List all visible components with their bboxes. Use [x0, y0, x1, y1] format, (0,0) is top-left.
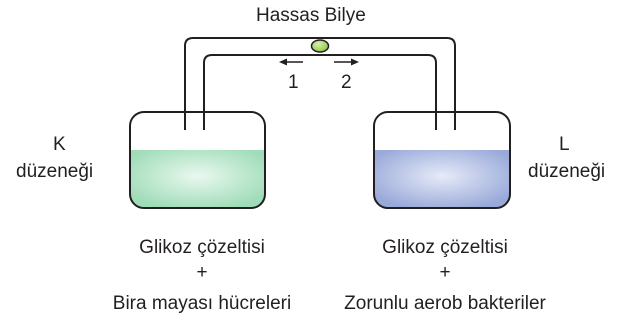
setup-l-name: düzeneği — [528, 161, 606, 182]
connecting-tube — [184, 37, 456, 130]
tube-outer-wall — [184, 37, 456, 130]
tube-inner-wall — [203, 54, 437, 130]
k-contents-plus: + — [196, 262, 208, 283]
setup-k-name: düzeneği — [16, 161, 94, 182]
ball-label: Hassas Bilye — [256, 5, 366, 26]
jar-k — [129, 111, 266, 209]
k-contents-line2: Bira mayası hücreleri — [112, 293, 292, 314]
arrow-2-head — [351, 58, 359, 66]
k-contents-line1: Glikoz çözeltisi — [139, 237, 265, 258]
arrow-1-label: 1 — [288, 72, 299, 93]
l-contents-plus: + — [439, 262, 451, 283]
container-l — [373, 111, 511, 209]
liquid-k — [130, 150, 265, 208]
sensitive-ball — [310, 39, 330, 53]
direction-arrows — [279, 58, 359, 66]
liquid-l — [374, 150, 510, 208]
l-contents-line1: Glikoz çözeltisi — [382, 237, 508, 258]
arrow-2-label: 2 — [341, 72, 352, 93]
arrow-1-head — [279, 58, 287, 66]
jar-l — [373, 111, 511, 209]
l-contents-line2: Zorunlu aerob bakteriler — [344, 293, 546, 314]
setup-k-letter: K — [53, 134, 66, 155]
setup-l-letter: L — [559, 134, 570, 155]
container-k — [129, 111, 266, 209]
